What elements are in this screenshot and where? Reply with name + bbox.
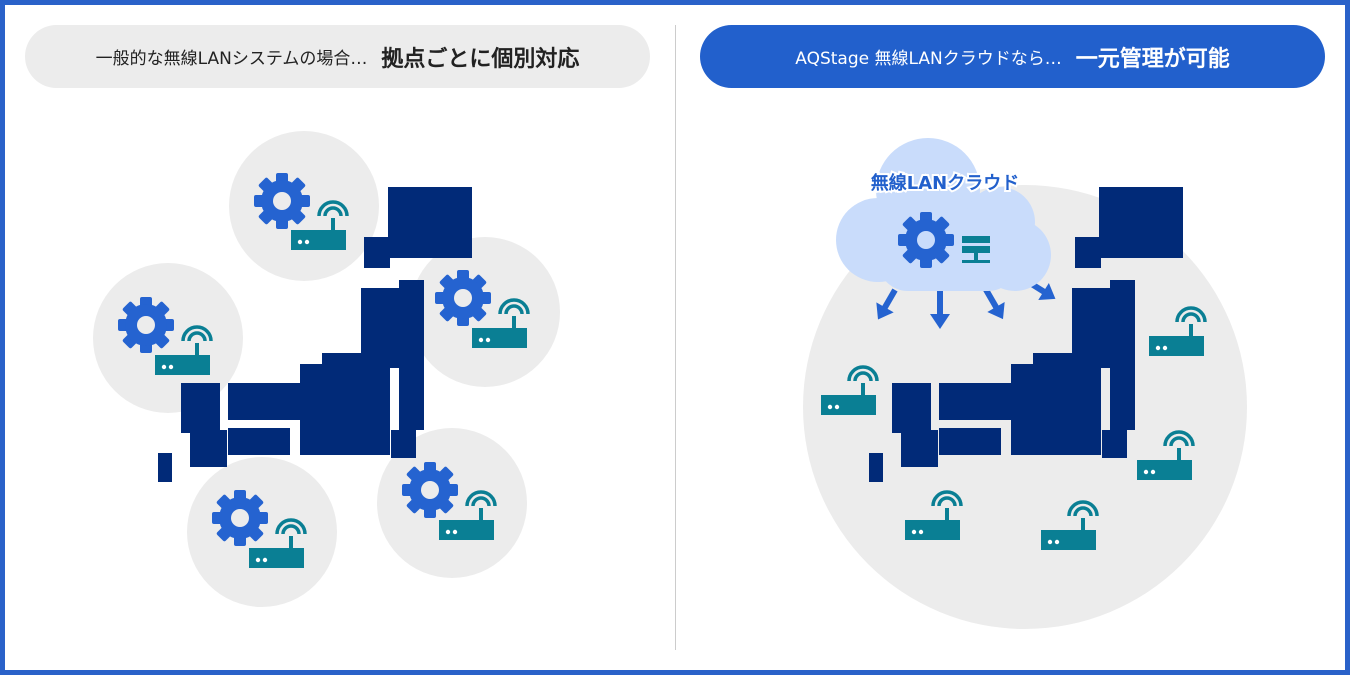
right-header: AQStage 無線LANクラウドなら… 一元管理が可能 xyxy=(700,25,1325,88)
divider xyxy=(675,25,676,650)
gear-icon xyxy=(118,297,174,353)
cloud-label: 無線LANクラウド xyxy=(871,172,1019,194)
gear-icon xyxy=(212,490,268,546)
left-header-emphasis: 拠点ごとに個別対応 xyxy=(381,46,580,72)
arrow-icon xyxy=(930,290,950,329)
left-site-icons xyxy=(118,173,530,570)
cloud xyxy=(836,138,1051,291)
gear-icon xyxy=(898,212,954,268)
site-bubble xyxy=(93,263,243,413)
server-icon xyxy=(962,236,990,263)
right-header-emphasis: 一元管理が可能 xyxy=(1075,46,1230,72)
cloud-arrows xyxy=(876,280,1056,329)
gear-icon xyxy=(402,462,458,518)
site-bubble xyxy=(377,428,527,578)
gear-icon xyxy=(254,173,310,229)
gear-icon xyxy=(435,270,491,326)
left-header-lead: 一般的な無線LANシステムの場合… xyxy=(95,49,368,69)
right-header-lead: AQStage 無線LANクラウドなら… xyxy=(795,49,1062,69)
left-header: 一般的な無線LANシステムの場合… 拠点ごとに個別対応 xyxy=(25,25,650,88)
arrow-icon xyxy=(982,286,1005,320)
arrow-icon xyxy=(876,288,898,320)
